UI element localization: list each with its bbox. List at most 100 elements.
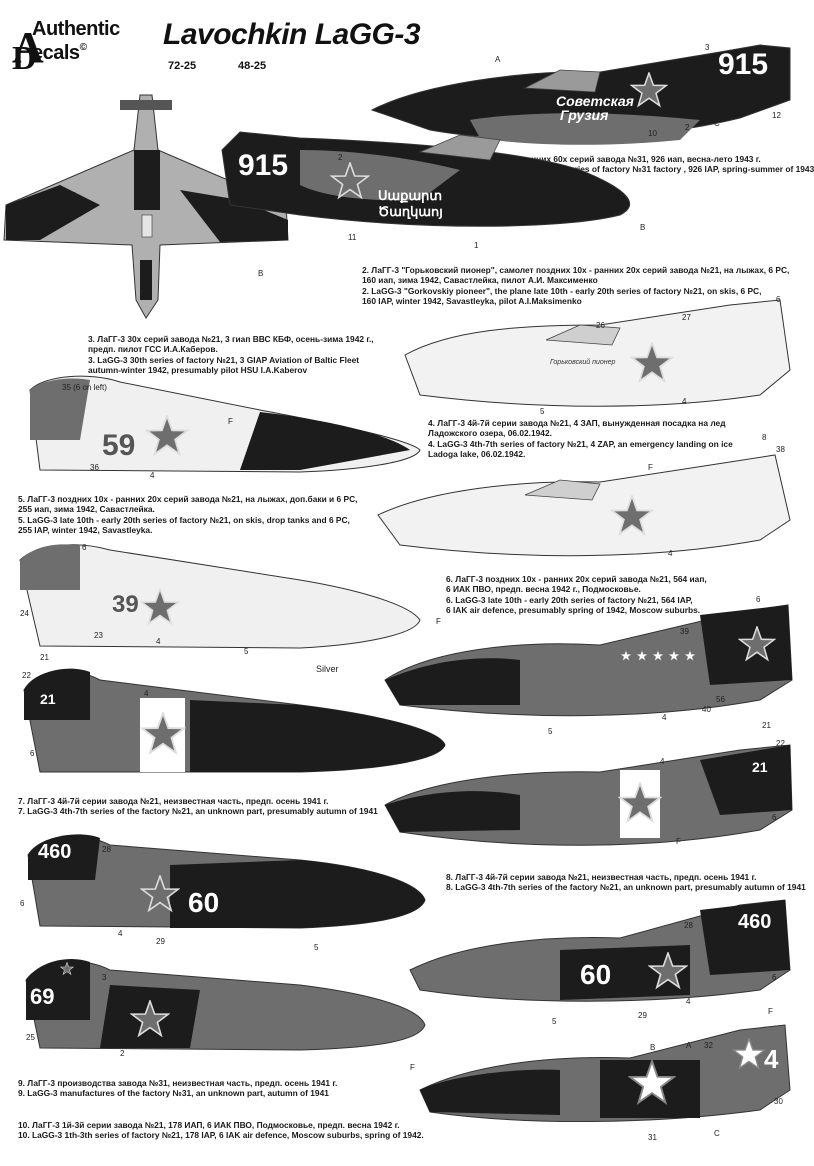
callout-4-7: 4: [660, 757, 665, 766]
aircraft-2-slogan-1: Սաքարտ: [378, 188, 442, 203]
aircraft-7-number: 21: [40, 691, 56, 707]
aircraft-11-number: 69: [30, 984, 54, 1009]
caption-4-ru1: 4. ЛаГГ-3 4й-7й серии завода №21, 4 ЗАП,…: [428, 418, 726, 428]
callout-6-4: 6: [30, 749, 35, 758]
aircraft-8-number: 21: [752, 759, 768, 775]
caption-4: 4. ЛаГГ-3 4й-7й серии завода №21, 4 ЗАП,…: [428, 418, 733, 460]
callout-12-1: 12: [772, 111, 781, 120]
callout-25: 25: [26, 1033, 35, 1042]
caption-1: 1. ЛаГГ-3 ранних 60х серий завода №31, 9…: [482, 154, 814, 175]
caption-5: 5. ЛаГГ-3 поздних 10х - ранних 20х серий…: [18, 494, 357, 536]
aircraft-1-slogan-2: Грузия: [560, 107, 608, 123]
caption-5-en1: 5. LaGG-3 late 10th - early 20th series …: [18, 514, 350, 525]
callout-5-5: 5: [552, 1017, 557, 1026]
callout-5-3: 5: [548, 727, 553, 736]
callout-6-2: 6: [82, 543, 87, 552]
caption-4-en2: Ladoga lake, 06.02.1942.: [428, 449, 526, 460]
callout-27: 27: [682, 313, 691, 322]
aircraft-1-slogan-1: Советская: [556, 93, 634, 109]
caption-10: 10. ЛаГГ-3 1й-3й серии завода №21, 178 И…: [18, 1120, 424, 1141]
callout-a-2: A: [72, 191, 78, 200]
brand-letter-d: D: [12, 40, 37, 77]
aircraft-8-profile: 21: [384, 744, 793, 846]
aircraft-2-profile: 915 Սաքարտ Ծաղկաոյ: [221, 131, 631, 227]
scale-1-48: 48-25: [238, 60, 267, 72]
callout-38: 38: [776, 445, 785, 454]
callout-4-8: 4: [118, 929, 123, 938]
callout-4-6: 4: [144, 689, 149, 698]
callout-f-4: F: [676, 837, 681, 846]
callout-22-2: 22: [776, 739, 785, 748]
callout-10-1: 10: [648, 129, 657, 138]
callout-31: 31: [648, 1133, 657, 1142]
aircraft-10-tail-number: 460: [738, 911, 771, 933]
plan-view-aircraft-3: [3, 94, 289, 319]
callout-6-3: 6: [756, 595, 761, 604]
callout-28-2: 28: [684, 921, 693, 930]
callout-6-6: 6: [20, 899, 25, 908]
callout-4-9: 4: [686, 997, 691, 1006]
callout-f-1: F: [228, 417, 233, 426]
aircraft-9-tail-number: 460: [38, 841, 71, 863]
caption-2: 2. ЛаГГ-3 "Горьковский пионер", самолет …: [362, 265, 789, 307]
callout-8: 8: [762, 433, 767, 442]
callout-5-4: 5: [314, 943, 319, 952]
caption-1-en: 1. LaGG-3 early 60th series of factory №…: [482, 164, 814, 175]
aircraft-12-profile: 4: [419, 1024, 791, 1123]
callout-1: 1: [474, 241, 479, 250]
callout-26: 26: [596, 321, 605, 330]
caption-5-en2: 255 IAP, winter 1942, Savastleyka.: [18, 525, 153, 536]
callout-2-2: 2: [338, 153, 343, 162]
caption-10-en: 10. LaGG-3 1th-3th series of factory №21…: [18, 1130, 424, 1141]
aircraft-4-pioneer-inscription: Горьковский пионер: [550, 358, 615, 366]
caption-3-ru2: предп. пилот ГСС И.А.Каберов.: [88, 344, 218, 355]
caption-6-ru2: 6 ИАК ПВО, предп. весна 1942 г., Подмоск…: [446, 584, 641, 595]
callout-6-7: 6: [772, 973, 777, 982]
brand-letter-a: A: [12, 23, 44, 72]
caption-2-en2: 160 IAP, winter 1942, Savastleyka, pilot…: [362, 296, 582, 307]
aircraft-2-slogan-2: Ծաղկաոյ: [378, 204, 443, 219]
aircraft-4-profile: Горьковский пионер: [404, 299, 791, 407]
callout-3-2: 3: [305, 141, 310, 150]
callout-29-1: 29: [156, 937, 165, 946]
aircraft-6-profile: [377, 454, 791, 557]
aircraft-14-profile: [384, 604, 793, 717]
caption-4-en1: 4. LaGG-3 4th-7th series of factory №21,…: [428, 438, 733, 449]
callout-11: 11: [348, 233, 357, 242]
aircraft-12-number: 4: [764, 1044, 779, 1074]
caption-8-en: 8. LaGG-3 4th-7th series of the factory …: [446, 882, 806, 893]
aircraft-5-number: 59: [102, 429, 135, 462]
caption-2-ru1: 2. ЛаГГ-3 "Горьковский пионер", самолет …: [362, 265, 790, 275]
callout-5-1: 5: [540, 407, 545, 416]
callouts: A 3 2 C 12 10 3 2 12 11 1 B A B 26 27 6 …: [20, 43, 785, 1142]
aircraft-11-profile: 69: [25, 959, 426, 1051]
callout-4-1: 4: [682, 397, 687, 406]
aircraft-9-profile: 460 60: [27, 834, 426, 929]
callout-5-2: 5: [244, 647, 249, 656]
caption-5-ru2: 255 иап, зима 1942, Савастлейка.: [18, 504, 155, 515]
sheet-title: Lavochkin LaGG-3: [163, 18, 421, 51]
aircraft-1-profile: 915 Советская Грузия: [370, 44, 791, 145]
caption-2-en1: 2. LaGG-3 "Gorkovskiy pioneer", the plan…: [362, 285, 762, 296]
brand-line-2-text: ecals: [32, 42, 80, 64]
caption-6-en1: 6. LaGG-3 late 10th - early 20th series …: [446, 594, 693, 605]
callout-6-5: 6: [772, 813, 777, 822]
caption-3-en1: 3. LaGG-3 30th series of factory №21, 3 …: [88, 354, 360, 365]
caption-10-ru: 10. ЛаГГ-3 1й-3й серии завода №21, 178 И…: [18, 1120, 400, 1130]
copyright-mark: ©: [79, 42, 87, 53]
aircraft-13-number: 39: [112, 591, 139, 618]
caption-9-en: 9. LaGG-3 manufactures of the factory №3…: [18, 1088, 329, 1099]
callout-56: 56: [716, 695, 725, 704]
callout-4-3: 4: [668, 549, 673, 558]
callout-3-3: 3: [102, 973, 107, 982]
callout-b-1: B: [640, 223, 645, 232]
callout-4-4: 4: [156, 637, 161, 646]
callout-35: 35 (6 on left): [62, 383, 107, 392]
callout-f-3: F: [436, 617, 441, 626]
callout-30: 30: [774, 1097, 783, 1106]
caption-6-ru1: 6. ЛаГГ-3 поздних 10х - ранних 20х серий…: [446, 574, 707, 584]
caption-5-ru1: 5. ЛаГГ-3 поздних 10х - ранних 20х серий…: [18, 494, 358, 504]
callout-6-1: 6: [776, 295, 781, 304]
brand-line-1: Authentic: [32, 18, 120, 40]
